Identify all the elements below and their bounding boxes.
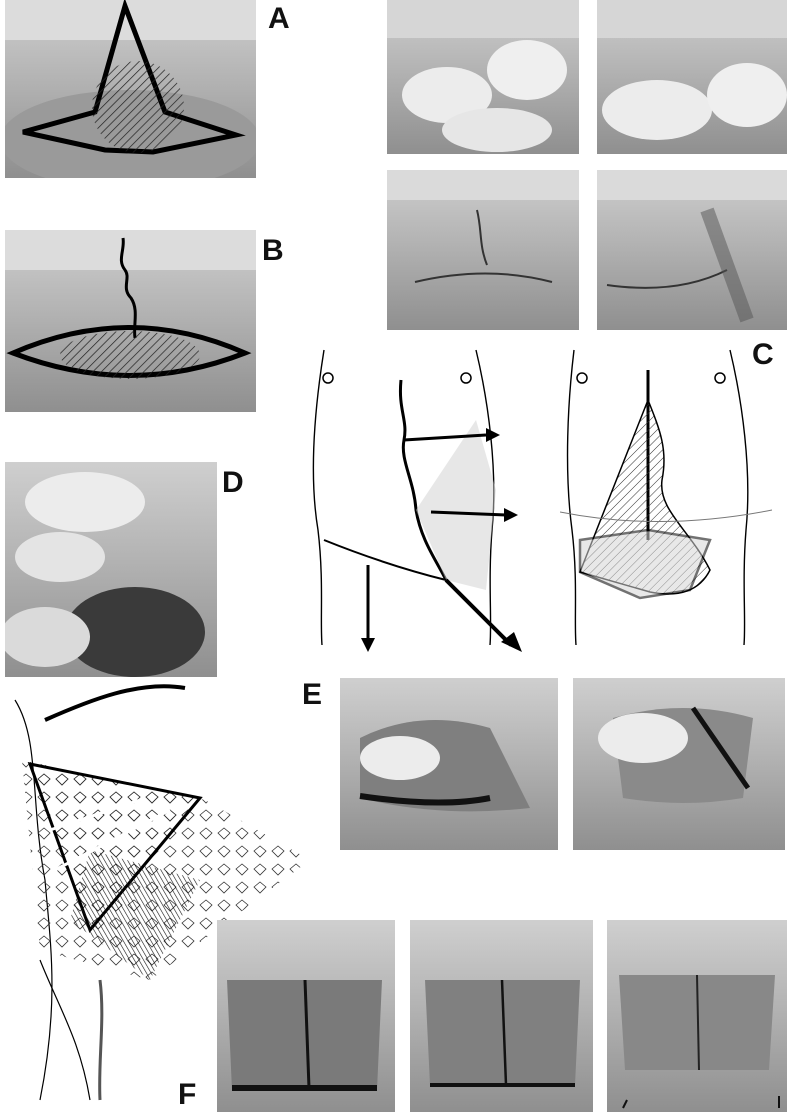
panel-e-right-content: [598, 706, 753, 803]
panel-b-photo: [5, 230, 256, 412]
panel-f-photo-2-content: [425, 979, 580, 1087]
panel-c-drawing-right: [560, 340, 780, 660]
panel-f-suture-diagram: [14, 684, 310, 1101]
panel-f-photo-2: [410, 920, 593, 1112]
panel-d-photo: [5, 462, 217, 677]
panel-f-photo-3: [607, 920, 787, 1112]
photo-top-right-4: [597, 170, 787, 330]
panel-label-c: C: [752, 338, 774, 371]
photo-top-right-2-content: [597, 0, 787, 140]
photo-top-right-2: [597, 0, 787, 154]
panel-label-a: A: [268, 2, 290, 35]
panel-a-photo: [5, 0, 256, 178]
panel-f-photo-1: [217, 920, 395, 1112]
panel-a-markings: [5, 0, 256, 178]
photo-top-right-3-content: [387, 170, 579, 283]
panel-label-f: F: [178, 1078, 197, 1111]
panel-f-photo-1-content: [227, 979, 382, 1091]
photo-top-right-1-content: [387, 0, 579, 152]
panel-e-left-content: [359, 720, 530, 812]
photo-top-right-1: [387, 0, 579, 154]
panel-f-photo-3-content: [619, 974, 780, 1109]
panel-e-photo-right: [573, 678, 785, 850]
panel-b-markings: [5, 230, 256, 379]
panel-d-content: [5, 472, 205, 677]
panel-c-drawing-left: [296, 340, 536, 660]
panel-label-b: B: [262, 234, 284, 267]
photo-top-right-3: [387, 170, 579, 330]
panel-label-e: E: [302, 678, 323, 711]
panel-c-right-sketch: [560, 349, 773, 646]
panel-f-drawing: [0, 680, 325, 1112]
panel-label-d: D: [222, 466, 244, 499]
panel-c-left-sketch: [312, 349, 522, 652]
photo-top-right-4-content: [597, 170, 787, 323]
panel-e-photo-left: [340, 678, 558, 850]
